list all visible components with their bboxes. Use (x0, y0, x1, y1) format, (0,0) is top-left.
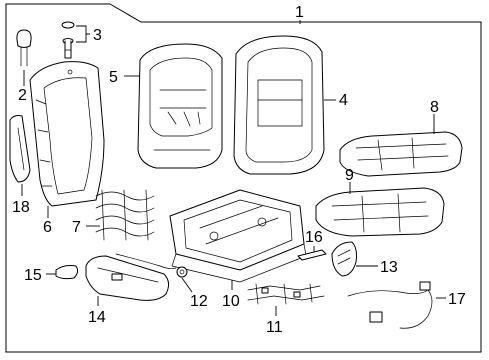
seatback-cover (233, 35, 325, 175)
callout-16: 16 (305, 229, 323, 246)
callout-11: 11 (266, 319, 283, 336)
callout-10: 10 (222, 293, 240, 310)
headrest (16, 29, 32, 67)
lumbar-harness (347, 281, 433, 329)
seat-cushion-pad (315, 187, 445, 237)
callout-3: 3 (93, 27, 102, 44)
trim-clip (297, 249, 327, 261)
callout-7: 7 (72, 219, 81, 236)
seat-adjuster (169, 189, 307, 283)
side-trim-panel (9, 115, 31, 183)
leader-3 (76, 25, 90, 43)
seat-wiring-harness (247, 283, 325, 305)
callout-18: 18 (12, 199, 30, 216)
callout-6: 6 (43, 219, 52, 236)
seatback-frame (29, 61, 105, 207)
callout-1: 1 (295, 4, 304, 21)
callout-14: 14 (88, 309, 106, 326)
callout-8: 8 (430, 99, 439, 116)
lumbar-module (331, 241, 357, 277)
callout-9: 9 (345, 167, 354, 184)
callout-2: 2 (18, 87, 27, 104)
seat-cushion-cover (339, 131, 463, 177)
seatback-pad (137, 43, 223, 169)
leader-12 (181, 277, 193, 293)
callout-12: 12 (190, 293, 208, 310)
adjuster-motor (115, 253, 188, 278)
headrest-guide (61, 21, 75, 59)
side-shield (85, 255, 170, 301)
callout-5: 5 (109, 69, 118, 86)
callout-4: 4 (339, 92, 348, 109)
back-spring-mat (95, 189, 155, 241)
callout-13: 13 (380, 259, 398, 276)
adjuster-knob (55, 265, 79, 280)
callout-17: 17 (448, 291, 466, 308)
callout-15: 15 (24, 267, 42, 284)
assembly-frame (5, 3, 482, 353)
